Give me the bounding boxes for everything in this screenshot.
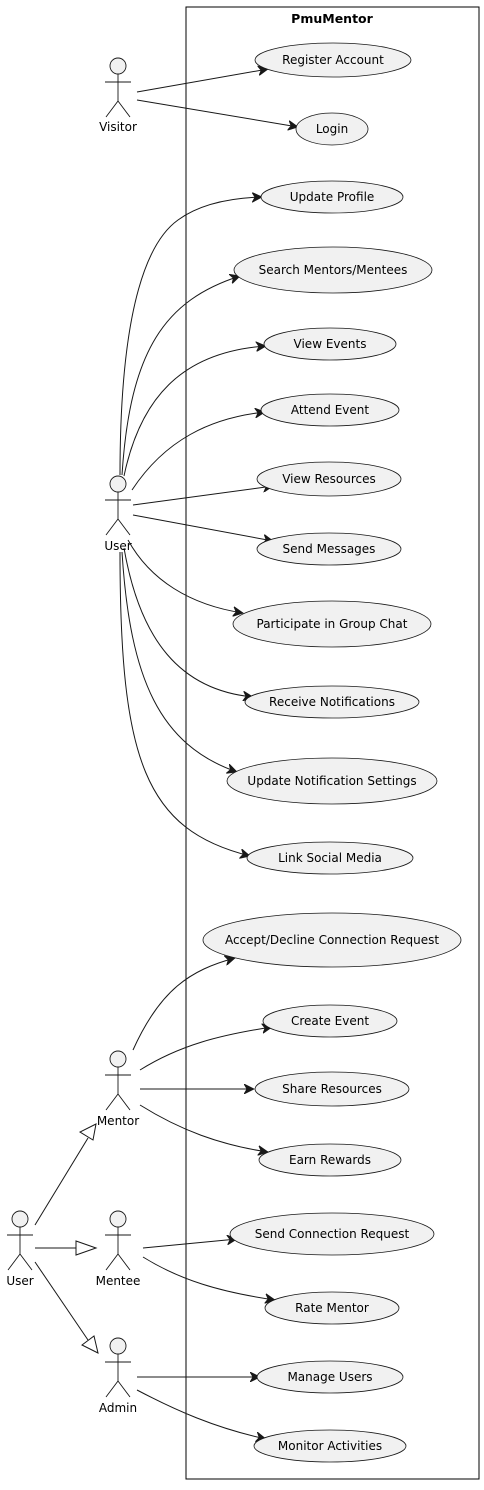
use-case-share-resources[interactable]: Share Resources <box>254 1071 410 1107</box>
edge-user-view-resources <box>132 486 273 506</box>
use-case-label: Rate Mentor <box>295 1301 369 1315</box>
gen-head-mentee <box>75 1240 98 1256</box>
actor-label: Admin <box>99 1401 137 1415</box>
generalization-edges <box>34 1123 99 1354</box>
use-case-label: Manage Users <box>287 1370 372 1384</box>
actor-mentor[interactable]: Mentor <box>97 1050 139 1128</box>
use-case-label: Create Event <box>291 1014 369 1028</box>
edge-user-send-messages <box>132 514 273 541</box>
use-case-label: Send Connection Request <box>255 1227 410 1241</box>
actor-label: User <box>6 1274 33 1288</box>
system-boundary <box>185 6 480 1480</box>
system-title: PmuMentor <box>291 11 373 26</box>
use-case-update-notification-settings[interactable]: Update Notification Settings <box>226 757 438 805</box>
use-case-login[interactable]: Login <box>295 112 369 146</box>
edge-user-link-social <box>119 551 250 856</box>
use-case-view-resources[interactable]: View Resources <box>256 461 402 497</box>
use-case-search-mentors-mentees[interactable]: Search Mentors/Mentees <box>233 246 433 294</box>
use-case-label: Update Notification Settings <box>247 774 416 788</box>
actor-visitor[interactable]: Visitor <box>99 57 137 134</box>
use-case-label: Earn Rewards <box>289 1153 371 1167</box>
edge-mentee-send-request <box>142 1239 237 1249</box>
use-case-label: Attend Event <box>291 403 370 417</box>
use-case-label: Accept/Decline Connection Request <box>225 933 439 947</box>
use-case-manage-users[interactable]: Manage Users <box>256 1360 404 1394</box>
use-case-label: Login <box>316 122 348 136</box>
use-case-participate-group-chat[interactable]: Participate in Group Chat <box>232 600 432 648</box>
edge-mentor-earn-rewards <box>139 1104 268 1152</box>
gen-head-mentor <box>78 1123 97 1141</box>
edge-visitor-register <box>136 69 268 93</box>
use-case-label: View Events <box>294 337 367 351</box>
edge-user-update-notification-settings <box>121 551 237 772</box>
use-case-label: View Resources <box>282 472 376 486</box>
use-case-send-messages[interactable]: Send Messages <box>256 532 402 566</box>
use-case-accept-decline-connection-request[interactable]: Accept/Decline Connection Request <box>202 912 462 968</box>
use-case-label: Send Messages <box>283 542 376 556</box>
use-case-label: Update Profile <box>290 190 375 204</box>
use-case-label: Share Resources <box>282 1082 382 1096</box>
gen-user-admin <box>34 1261 89 1341</box>
edge-user-search <box>121 276 240 476</box>
actor-label: Visitor <box>99 120 137 134</box>
edge-admin-monitor <box>136 1389 266 1439</box>
association-edges <box>119 69 298 1439</box>
use-case-create-event[interactable]: Create Event <box>262 1004 398 1038</box>
edge-user-receive-notifications <box>123 547 253 697</box>
edge-mentor-accept-decline <box>132 958 235 1051</box>
use-case-monitor-activities[interactable]: Monitor Activities <box>253 1429 407 1463</box>
edge-user-update-profile <box>119 197 262 476</box>
edge-user-view-events <box>123 346 266 477</box>
gen-user-mentor <box>34 1137 89 1226</box>
edge-mentee-rate-mentor <box>142 1256 275 1300</box>
actor-admin[interactable]: Admin <box>99 1337 137 1415</box>
use-case-link-social-media[interactable]: Link Social Media <box>246 841 414 875</box>
use-case-label: Search Mentors/Mentees <box>259 263 408 277</box>
use-case-register-account[interactable]: Register Account <box>254 42 412 78</box>
edge-mentor-create-event <box>139 1027 272 1071</box>
edge-user-group-chat <box>127 539 243 613</box>
edge-user-attend-event <box>131 412 265 491</box>
actor-user-parent[interactable]: User <box>6 1210 34 1288</box>
use-case-update-profile[interactable]: Update Profile <box>260 180 404 214</box>
use-case-send-connection-request[interactable]: Send Connection Request <box>229 1212 435 1256</box>
actor-label: Mentee <box>96 1274 141 1288</box>
actor-label: Mentor <box>97 1114 139 1128</box>
use-case-receive-notifications[interactable]: Receive Notifications <box>244 685 420 719</box>
actor-label: User <box>104 539 131 553</box>
use-case-view-events[interactable]: View Events <box>263 327 397 361</box>
gen-head-admin <box>81 1335 99 1354</box>
use-case-label: Register Account <box>282 53 384 67</box>
use-case-rate-mentor[interactable]: Rate Mentor <box>264 1291 400 1325</box>
use-case-attend-event[interactable]: Attend Event <box>260 393 400 427</box>
use-case-label: Monitor Activities <box>278 1439 382 1453</box>
use-cases: Register Account Login Update Profile Se… <box>202 42 462 1463</box>
edge-visitor-login <box>136 99 298 127</box>
use-case-label: Participate in Group Chat <box>257 617 408 631</box>
use-case-label: Link Social Media <box>278 851 382 865</box>
actor-user[interactable]: User <box>104 475 132 553</box>
use-case-earn-rewards[interactable]: Earn Rewards <box>258 1143 402 1177</box>
actor-mentee[interactable]: Mentee <box>96 1210 141 1288</box>
use-case-label: Receive Notifications <box>269 695 395 709</box>
